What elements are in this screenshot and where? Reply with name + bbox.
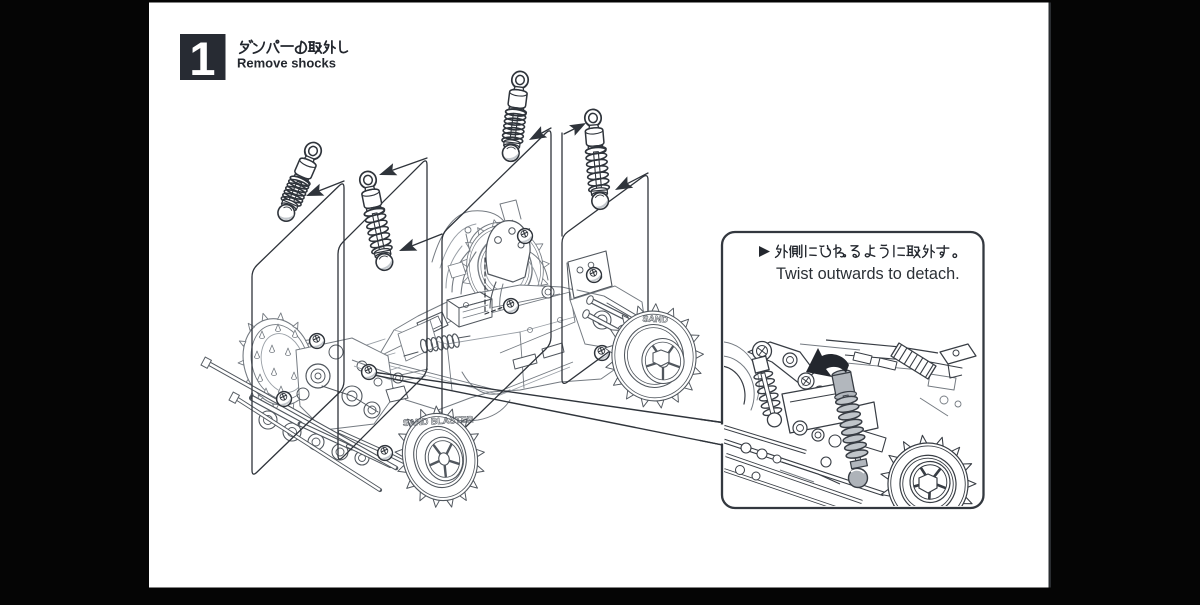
svg-text:SAND BLASTER: SAND BLASTER (403, 414, 474, 428)
svg-text:Twist outwards to detach.: Twist outwards to detach. (776, 265, 960, 283)
svg-text:SAND: SAND (642, 314, 668, 325)
svg-text:1: 1 (189, 32, 215, 85)
svg-text:Remove shocks: Remove shocks (237, 56, 336, 71)
